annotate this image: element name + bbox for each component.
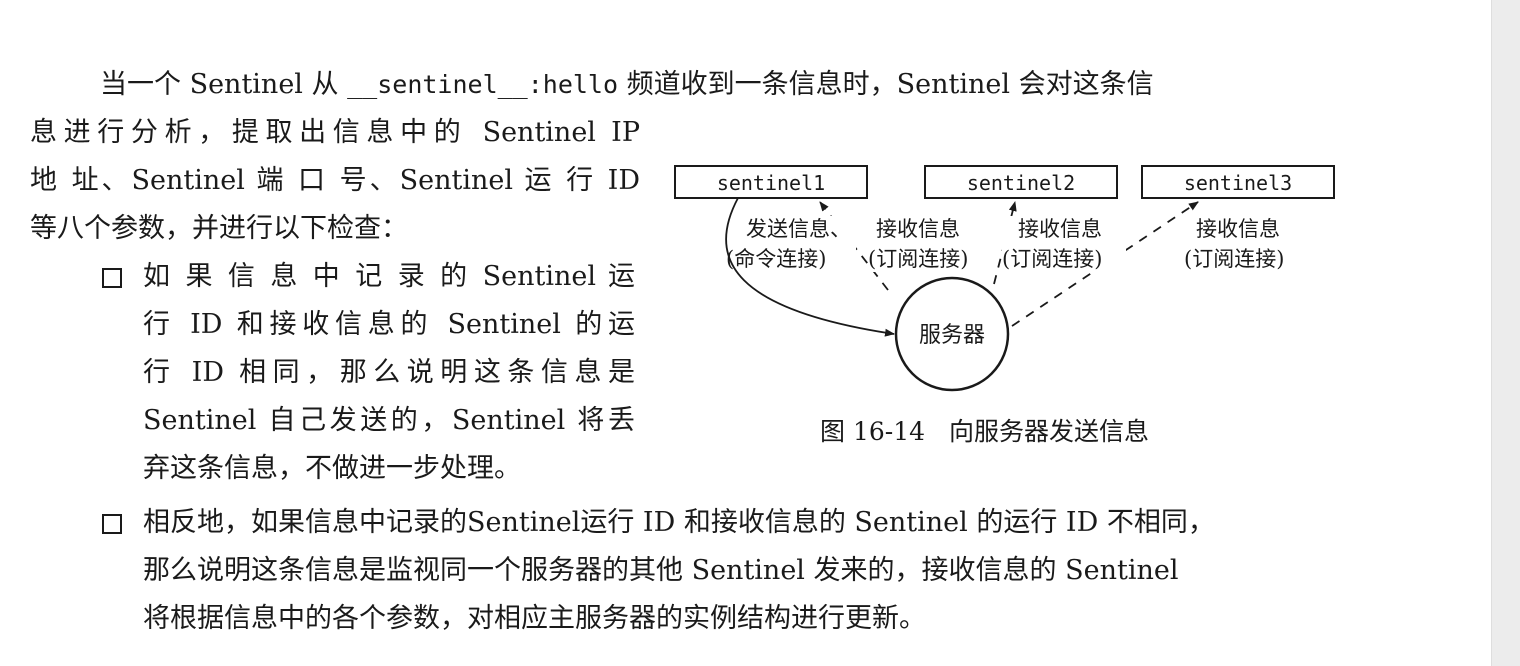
paragraph-line-3: 地 址、Sentinel 端 口 号、Sentinel 运 行 ID [30,165,640,196]
edge-label-4-line-2: (订阅连接) [1184,247,1284,271]
edge-label-2-line-1: 接收信息 [876,217,960,241]
bullet1-line-5: 弃这条信息，不做进一步处理。 [143,453,521,484]
paragraph-line-1-prefix: 当一个 Sentinel 从 [100,69,348,100]
sentinel2-label: sentinel2 [967,171,1075,195]
bullet-checkbox-icon [102,268,122,288]
bullet2-line-2: 那么说明这条信息是监视同一个服务器的其他 Sentinel 发来的，接收信息的 … [143,555,1179,586]
sentinel3-node: sentinel3 [1141,165,1335,199]
paragraph-line-1-suffix: 频道收到一条信息时，Sentinel 会对这条信 [618,69,1154,100]
sentinel3-label: sentinel3 [1184,171,1292,195]
vertical-scrollbar[interactable] [1491,0,1520,666]
paragraph-line-2: 息进行分析，提取出信息中的 Sentinel IP [30,117,640,148]
bullet-checkbox-icon [102,514,122,534]
paragraph-line-1: 当一个 Sentinel 从 __sentinel__:hello 频道收到一条… [100,68,1154,103]
bullet1-line-1: 如 果 信 息 中 记 录 的 Sentinel 运 [143,261,635,292]
figure-caption-number: 图 16-14 [820,417,926,446]
bullet2-line-1: 相反地，如果信息中记录的Sentinel运行 ID 和接收信息的 Sentine… [143,507,1215,538]
edge-label-2-line-2: (订阅连接) [868,247,968,271]
edge-label-4-line-1: 接收信息 [1196,217,1280,241]
sentinel2-node: sentinel2 [924,165,1118,199]
edge-label-1-line-2: (命令连接) [726,247,826,271]
edge-label-3-line-1: 接收信息 [1018,217,1102,241]
figure-caption: 图 16-14 向服务器发送信息 [820,416,1149,448]
sentinel1-label: sentinel1 [717,171,825,195]
edge-label-1-line-1: 发送信息、 [746,217,851,241]
bullet1-line-3: 行 ID 相同，那么说明这条信息是 [143,357,635,388]
sentinel-diagram: sentinel1 sentinel2 sentinel3 服务器 [650,150,1370,450]
edge-label-3-line-2: (订阅连接) [1002,247,1102,271]
sentinel1-node: sentinel1 [674,165,868,199]
server-label: 服务器 [919,323,985,348]
figure-caption-text: 向服务器发送信息 [949,417,1150,446]
bullet2-line-3: 将根据信息中的各个参数，对相应主服务器的实例结构进行更新。 [143,603,926,634]
channel-name: __sentinel__:hello [347,70,619,99]
subscribe-connection-arrow-3 [1011,201,1199,327]
bullet1-line-4: Sentinel 自己发送的，Sentinel 将丢 [143,405,635,436]
bullet1-line-2: 行 ID 和接收信息的 Sentinel 的运 [143,309,635,340]
paragraph-line-4: 等八个参数，并进行以下检查： [30,213,408,244]
command-connection-arrow [725,197,895,337]
server-node: 服务器 [894,276,1010,392]
